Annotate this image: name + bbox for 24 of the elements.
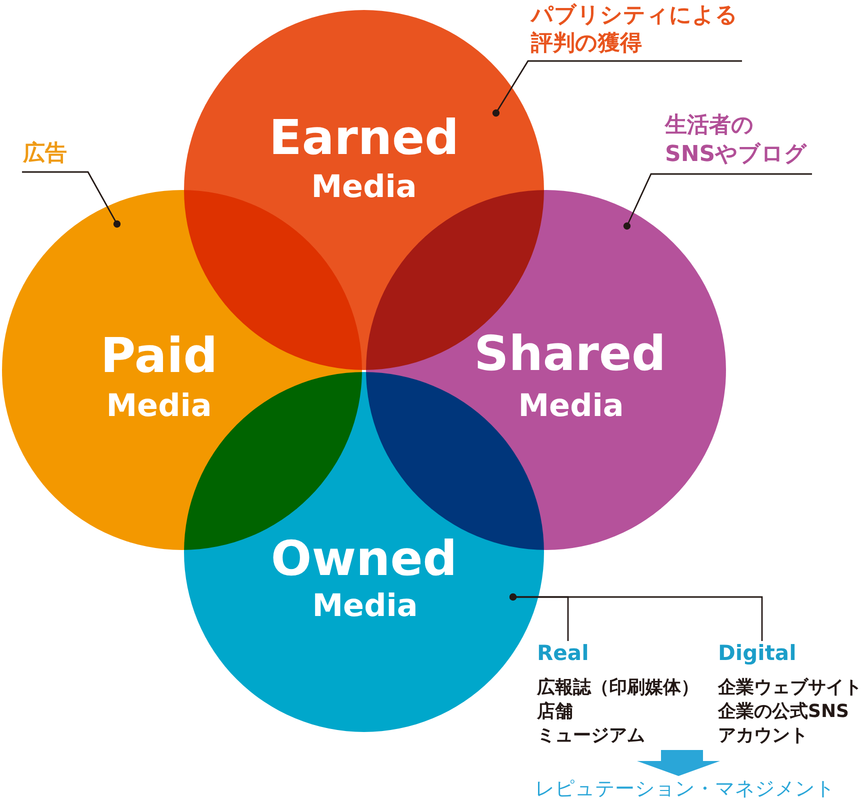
column-heading: Digital (718, 641, 796, 665)
conclusion-text: レピュテーション・マネジメント (535, 776, 835, 801)
circle-subtitle: Media (518, 391, 624, 422)
leader-line (509, 593, 763, 641)
column-heading: Real (537, 641, 589, 665)
list-item: ミュージアム (537, 724, 645, 748)
list-item: 店舗 (537, 700, 573, 724)
circle-title: Owned (270, 535, 458, 583)
leader-line (623, 173, 812, 230)
list-item: 企業ウェブサイト (718, 676, 861, 700)
circle-subtitle: Media (312, 591, 418, 622)
list-item: 広報誌（印刷媒体） (537, 676, 699, 700)
callout-text: パブリシティによる評判の獲得 (528, 0, 758, 61)
leader-line (22, 171, 121, 228)
callout-text: 生活者のSNSやブログ (651, 111, 831, 174)
callout-text: 広告 (22, 140, 88, 172)
list-item: 企業の公式SNSアカウント (718, 700, 850, 748)
leader-line (492, 60, 742, 117)
circle-title: Earned (269, 114, 459, 162)
circle-title: Paid (100, 332, 218, 380)
circle-subtitle: Media (106, 391, 212, 422)
down-arrow (637, 750, 720, 776)
circle-title: Shared (474, 330, 666, 378)
circle-subtitle: Media (311, 172, 417, 203)
